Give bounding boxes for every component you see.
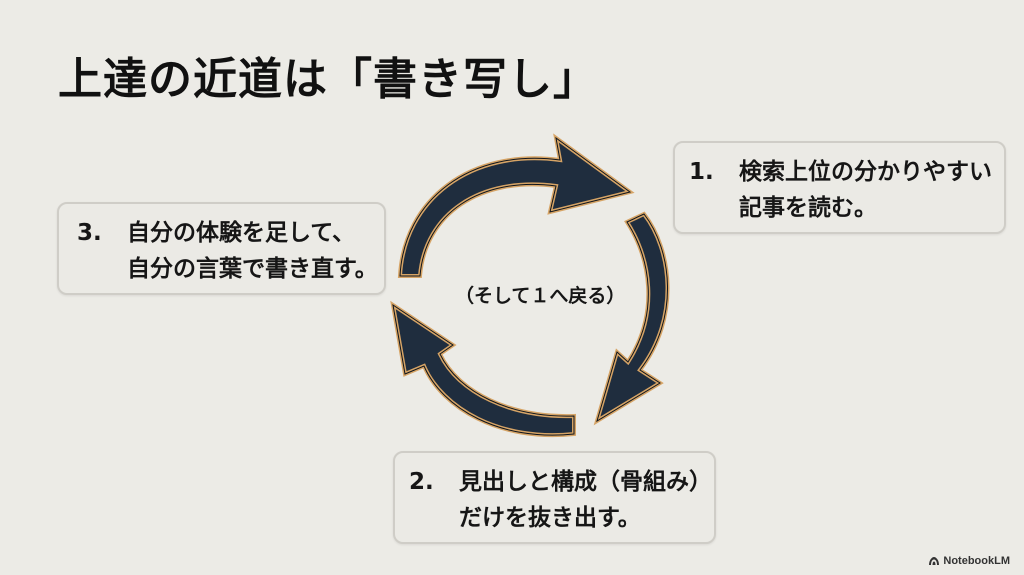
step-3-box: 3. 自分の体験を足して、 自分の言葉で書き直す。 xyxy=(57,202,386,295)
step-2-number: 2. xyxy=(409,469,434,495)
cycle-center-note: （そして１へ戻る） xyxy=(455,285,626,307)
cycle-arrow-2-to-3-icon xyxy=(390,300,576,438)
step-1-box: 1. 検索上位の分かりやすい 記事を読む。 xyxy=(673,141,1006,234)
cycle-arrow-3-to-1-icon xyxy=(397,133,635,278)
watermark-label: NotebookLM xyxy=(943,555,1010,567)
slide-title: 上達の近道は「書き写し」 xyxy=(58,54,598,105)
step-1-line-2: 記事を読む。 xyxy=(739,195,877,221)
notebooklm-watermark: NotebookLM xyxy=(928,555,1010,567)
step-2-line-2: だけを抜き出す。 xyxy=(459,505,641,531)
step-3-line-1: 自分の体験を足して、 xyxy=(127,220,356,246)
step-1-number: 1. xyxy=(689,159,714,185)
step-3-number: 3. xyxy=(77,220,102,246)
step-2-line-1: 見出しと構成（骨組み） xyxy=(459,469,712,495)
step-2-box: 2. 見出しと構成（骨組み） だけを抜き出す。 xyxy=(393,451,716,544)
step-3-line-2: 自分の言葉で書き直す。 xyxy=(127,256,378,282)
step-1-line-1: 検索上位の分かりやすい xyxy=(739,159,992,185)
cycle-arrow-1-to-2-icon xyxy=(593,211,670,426)
notebooklm-logo-icon xyxy=(928,556,940,566)
